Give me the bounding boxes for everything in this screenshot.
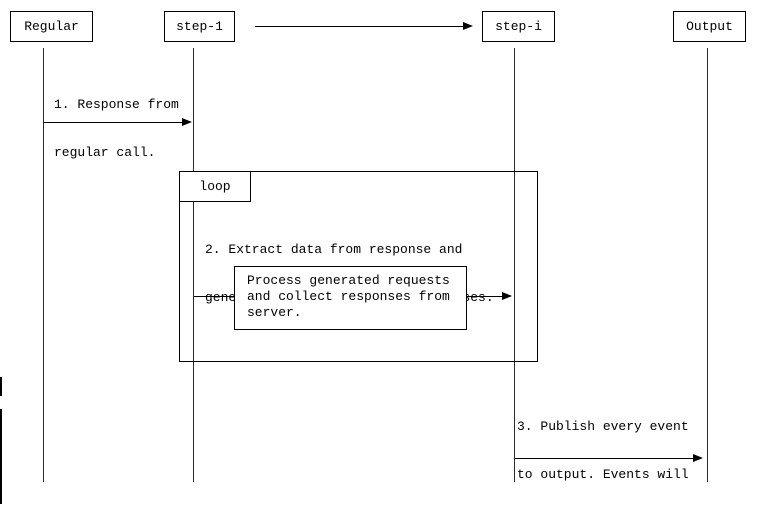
process-box-line-3: server. [247, 305, 302, 320]
message-1-arrow-line [43, 122, 183, 123]
message-1-line-1: 1. Response from [54, 97, 179, 112]
actor-box-step-i: step-i [482, 11, 555, 42]
lifeline-step-1 [193, 48, 194, 482]
left-edge-artifact-top [0, 377, 2, 396]
process-box-left-connector-line [194, 296, 234, 297]
note-2-line-1: 2. Extract data from response and [205, 242, 463, 257]
actor-label-step-i: step-i [495, 18, 542, 34]
loop-fragment-label: loop [199, 178, 231, 194]
actor-label-output: Output [686, 18, 733, 34]
message-1-text: 1. Response from regular call. [54, 65, 179, 193]
left-edge-artifact-bottom [0, 409, 2, 504]
lifeline-output [707, 48, 708, 482]
arrowhead-right-icon [502, 292, 512, 300]
message-3-line-1: 3. Publish every event [517, 419, 689, 434]
message-3-line-2: to output. Events will [517, 467, 689, 482]
loop-fragment-label-box: loop [179, 171, 251, 202]
actor-label-step-1: step-1 [176, 18, 223, 34]
lifeline-regular [43, 48, 44, 482]
arrowhead-right-icon [182, 118, 192, 126]
process-action-box: Process generated requests and collect r… [234, 266, 467, 330]
arrow-line-step1-to-stepi [255, 26, 464, 27]
actor-box-regular: Regular [10, 11, 93, 42]
message-3-text: 3. Publish every event to output. Events… [517, 387, 696, 508]
actor-box-output: Output [673, 11, 746, 42]
process-box-line-2: and collect responses from [247, 289, 450, 304]
lifeline-step-i [514, 48, 515, 482]
message-1-line-2: regular call. [54, 145, 156, 160]
arrowhead-right-icon [693, 454, 703, 462]
loop-fragment-box [179, 171, 538, 362]
arrowhead-right-icon [463, 22, 473, 30]
process-box-line-1: Process generated requests [247, 273, 450, 288]
actor-box-step-1: step-1 [164, 11, 235, 42]
message-3-arrow-line [515, 458, 694, 459]
process-box-right-arrow-line [467, 296, 503, 297]
actor-label-regular: Regular [24, 18, 79, 34]
